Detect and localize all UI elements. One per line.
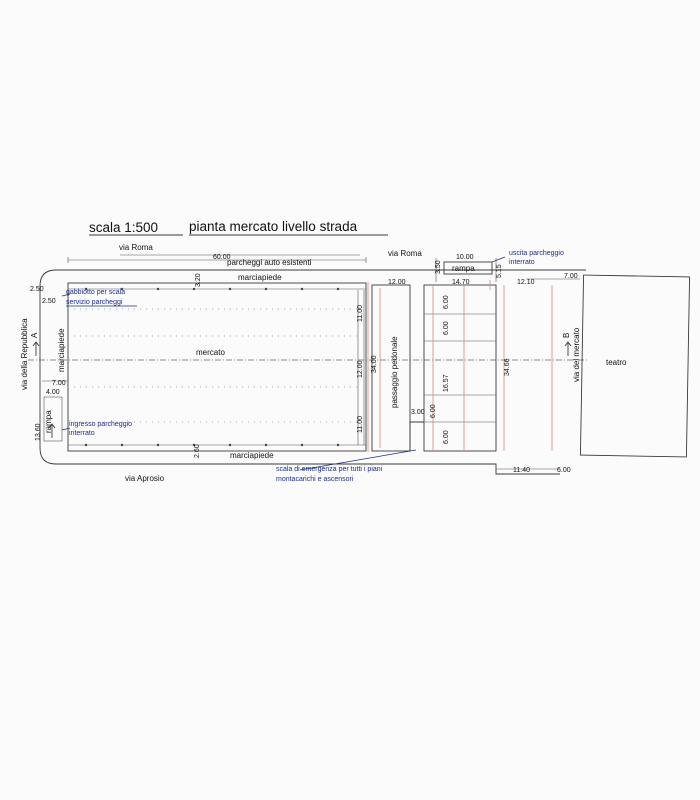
scale-label: scala 1:500 — [89, 220, 158, 235]
ramp-left-label: rampa — [44, 410, 53, 433]
parking-label: parcheggi auto esistenti — [227, 258, 312, 267]
dim-16-57: 16.57 — [443, 374, 450, 392]
dim-13-60: 13.60 — [35, 423, 42, 441]
plan-title: pianta mercato livello strada — [189, 219, 358, 234]
dim-3-00: 3.00 — [411, 409, 425, 416]
dim-4-00: 4.00 — [46, 389, 60, 396]
section-a-label: A — [30, 332, 39, 338]
dim-12-00-mid: 12.00 — [357, 360, 364, 378]
street-via-roma-left: via Roma — [119, 243, 153, 252]
dim-34-66: 34.66 — [504, 358, 511, 376]
east-building — [423, 284, 497, 452]
dim-11-00-top: 11.00 — [357, 305, 364, 322]
entrance-note-line1: ingresso parcheggio — [69, 421, 132, 428]
pedestrian-passage-label: passaggio pedonale — [390, 336, 399, 408]
dim-10-00: 10.00 — [456, 254, 474, 261]
dim-6-00-2: 6.00 — [443, 321, 450, 335]
exit-note-line2: interrato — [509, 259, 535, 266]
dim-6-00-1: 6.00 — [443, 295, 450, 309]
dim-6-00-right: 6.00 — [557, 467, 571, 474]
dim-34-00: 34.00 — [371, 355, 378, 373]
ramp-box-top — [443, 261, 493, 275]
dim-3-20: 3.20 — [195, 273, 202, 287]
sidewalk-bottom-label: marciapiede — [230, 451, 274, 460]
booth-note-line1: gabbiotto per scala — [66, 289, 125, 296]
exit-note-line1: uscita parcheggio — [509, 250, 564, 257]
dim-3-50: 3.50 — [435, 260, 442, 274]
dim-2-50-a: 2.50 — [30, 286, 44, 293]
dim-7-00-left: 7.00 — [52, 380, 66, 387]
dim-6-00-4: 6.00 — [443, 430, 450, 444]
emergency-note-line2: montacarichi e ascensori — [276, 476, 354, 483]
dim-14-70: 14.70 — [452, 279, 470, 286]
dim-6-00-3: 6.00 — [430, 404, 437, 418]
sidewalk-left-label: marciapiede — [57, 328, 66, 372]
column-grid — [74, 287, 360, 447]
entrance-note-line2: interrato — [69, 430, 95, 437]
sidewalk-top-label: marciapiede — [238, 273, 282, 282]
emergency-note-line1: scala di emergenza per tutti i piani — [276, 466, 383, 473]
dim-11-00-bot: 11.00 — [357, 416, 364, 433]
booth-note-line2: servizio parcheggi — [66, 299, 123, 306]
market-label: mercato — [196, 348, 225, 357]
dim-12-00-top: 12.00 — [388, 279, 406, 286]
street-via-roma-right: via Roma — [388, 249, 422, 258]
ramp-top-label: rampa — [452, 264, 475, 273]
ramp-left-box — [43, 396, 63, 442]
section-b-label: B — [562, 333, 571, 338]
dim-60: 60.00 — [213, 254, 231, 261]
dim-5-15: 5.15 — [496, 264, 503, 278]
dim-7-00-right: 7.00 — [564, 273, 578, 280]
street-via-aprosio: via Aprosio — [125, 474, 165, 483]
theatre-building — [579, 274, 691, 458]
dim-12-10: 12.10 — [517, 279, 535, 286]
dim-2-50-b: 2.50 — [42, 298, 56, 305]
street-via-del-mercato: via del mercato — [572, 327, 581, 382]
sidewalk-outline — [39, 269, 586, 475]
emergency-stair — [409, 421, 424, 451]
market-block — [67, 282, 367, 452]
pedestrian-passage — [371, 284, 411, 452]
street-via-della-repubblica: via della Repubblica — [20, 318, 29, 390]
dim-2-60: 2.60 — [194, 444, 201, 458]
theatre-label: teatro — [606, 358, 627, 367]
dim-11-40: 11.40 — [513, 467, 530, 474]
